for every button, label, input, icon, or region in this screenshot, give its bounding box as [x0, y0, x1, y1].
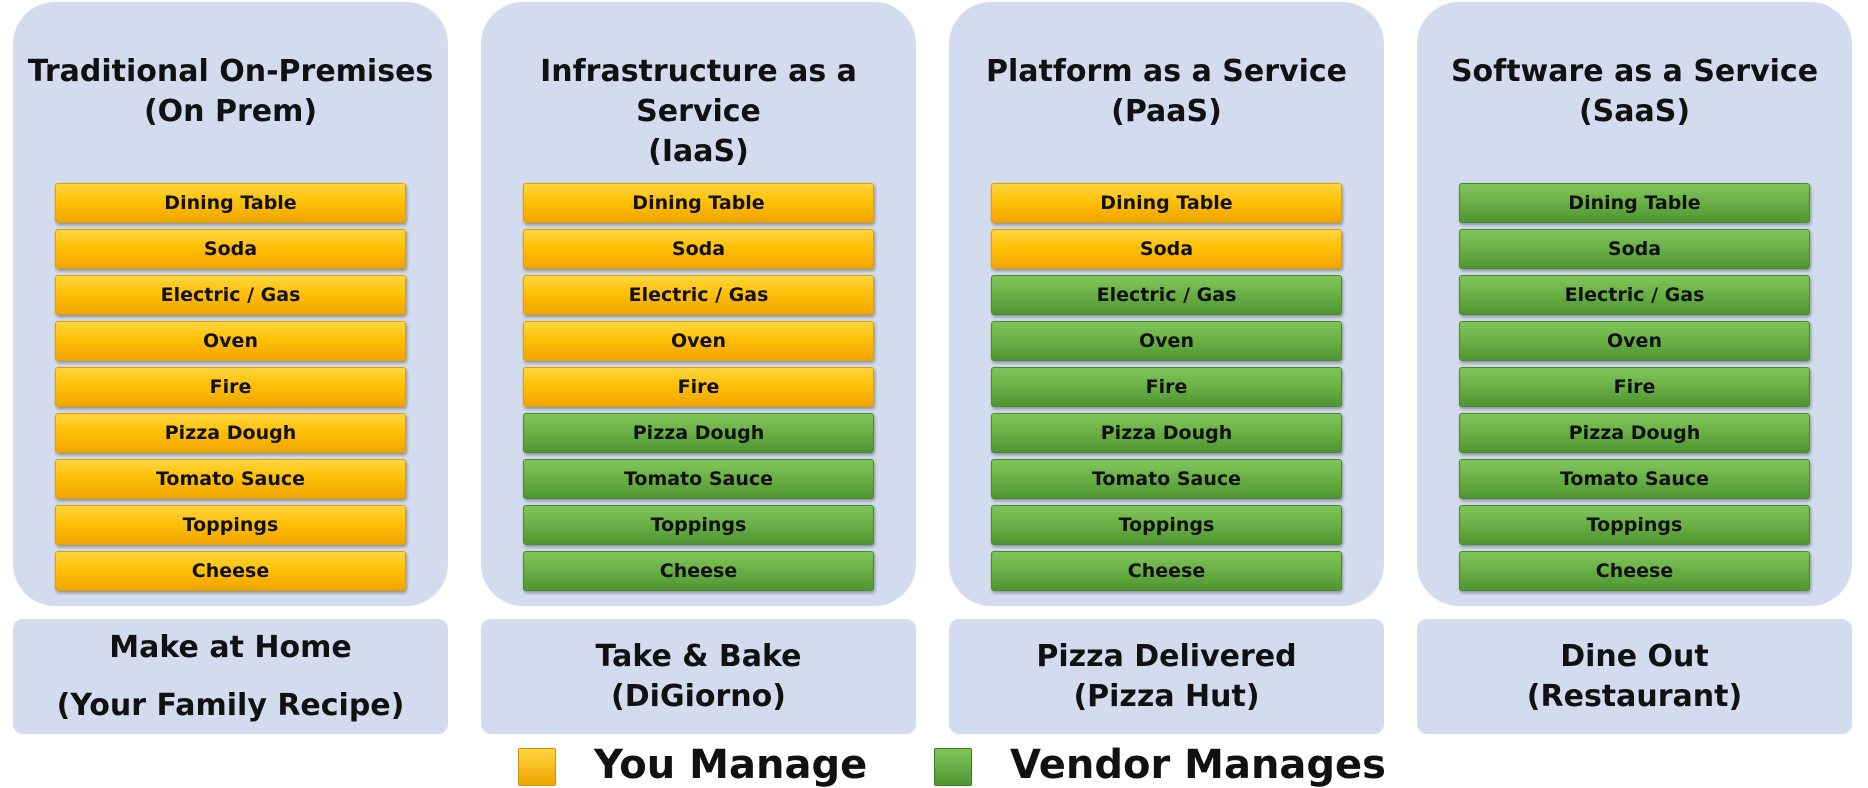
layer-oven: Oven: [55, 321, 406, 361]
column-paas: Platform as a Service (PaaS) Dining Tabl…: [949, 2, 1384, 606]
legend-swatch-vendor-manages: [934, 748, 972, 786]
layer-electric-gas: Electric / Gas: [1459, 275, 1810, 315]
layer-cheese: Cheese: [55, 551, 406, 591]
layer-dining-table: Dining Table: [991, 183, 1342, 223]
analogy-box-iaas: Take & Bake (DiGiorno): [481, 619, 916, 734]
column-title: Infrastructure as a Service (IaaS): [481, 52, 916, 172]
analogy-line1: Pizza Delivered: [1036, 638, 1297, 674]
analogy-line2: (Your Family Recipe): [56, 687, 405, 723]
layer-pizza-dough: Pizza Dough: [523, 413, 874, 453]
layer-oven: Oven: [523, 321, 874, 361]
column-title-line2: (PaaS): [1111, 94, 1222, 129]
analogy-line1: Dine Out: [1560, 638, 1709, 674]
legend-label-vendor-manages: Vendor Manages: [1010, 742, 1386, 788]
layer-electric-gas: Electric / Gas: [523, 275, 874, 315]
layer-pizza-dough: Pizza Dough: [1459, 413, 1810, 453]
column-title-line1: Software as a Service: [1450, 54, 1819, 89]
layer-oven: Oven: [991, 321, 1342, 361]
layer-fire: Fire: [55, 367, 406, 407]
layer-soda: Soda: [991, 229, 1342, 269]
layer-electric-gas: Electric / Gas: [991, 275, 1342, 315]
analogy-box-paas: Pizza Delivered (Pizza Hut): [949, 619, 1384, 734]
analogy-line1: Take & Bake: [595, 638, 802, 674]
legend-swatch-you-manage: [518, 748, 556, 786]
column-title-line2: (SaaS): [1578, 94, 1691, 129]
layer-soda: Soda: [1459, 229, 1810, 269]
layer-tomato-sauce: Tomato Sauce: [55, 459, 406, 499]
layer-dining-table: Dining Table: [55, 183, 406, 223]
layer-fire: Fire: [1459, 367, 1810, 407]
column-title-line2: (On Prem): [143, 94, 318, 129]
analogy-box-saas: Dine Out (Restaurant): [1417, 619, 1852, 734]
layer-electric-gas: Electric / Gas: [55, 275, 406, 315]
column-title-line2: (IaaS): [648, 134, 749, 169]
column-on-prem: Traditional On-Premises (On Prem) Dining…: [13, 2, 448, 606]
analogy-line2: (Restaurant): [1526, 678, 1743, 714]
layer-tomato-sauce: Tomato Sauce: [523, 459, 874, 499]
layer-toppings: Toppings: [1459, 505, 1810, 545]
analogy-line2: (Pizza Hut): [1073, 678, 1260, 714]
legend-label-you-manage: You Manage: [594, 742, 868, 788]
layer-toppings: Toppings: [991, 505, 1342, 545]
layer-fire: Fire: [991, 367, 1342, 407]
layer-cheese: Cheese: [523, 551, 874, 591]
layer-pizza-dough: Pizza Dough: [55, 413, 406, 453]
column-title: Traditional On-Premises (On Prem): [13, 52, 448, 132]
layer-tomato-sauce: Tomato Sauce: [991, 459, 1342, 499]
analogy-box-on-prem: Make at Home (Your Family Recipe): [13, 619, 448, 734]
column-saas: Software as a Service (SaaS) Dining Tabl…: [1417, 2, 1852, 606]
column-title-line1: Infrastructure as a Service: [540, 54, 857, 129]
column-iaas: Infrastructure as a Service (IaaS) Dinin…: [481, 2, 916, 606]
layer-cheese: Cheese: [991, 551, 1342, 591]
layer-cheese: Cheese: [1459, 551, 1810, 591]
analogy-line2: (DiGiorno): [611, 678, 786, 714]
column-title-line1: Platform as a Service: [986, 54, 1347, 89]
analogy-line1: Make at Home: [109, 629, 352, 665]
column-title: Platform as a Service (PaaS): [949, 52, 1384, 132]
layer-tomato-sauce: Tomato Sauce: [1459, 459, 1810, 499]
layer-dining-table: Dining Table: [523, 183, 874, 223]
layer-toppings: Toppings: [523, 505, 874, 545]
layer-oven: Oven: [1459, 321, 1810, 361]
layer-soda: Soda: [523, 229, 874, 269]
layer-toppings: Toppings: [55, 505, 406, 545]
layer-dining-table: Dining Table: [1459, 183, 1810, 223]
layer-soda: Soda: [55, 229, 406, 269]
layer-fire: Fire: [523, 367, 874, 407]
column-title-line1: Traditional On-Premises: [27, 54, 434, 89]
column-title: Software as a Service (SaaS): [1417, 52, 1852, 132]
layer-pizza-dough: Pizza Dough: [991, 413, 1342, 453]
